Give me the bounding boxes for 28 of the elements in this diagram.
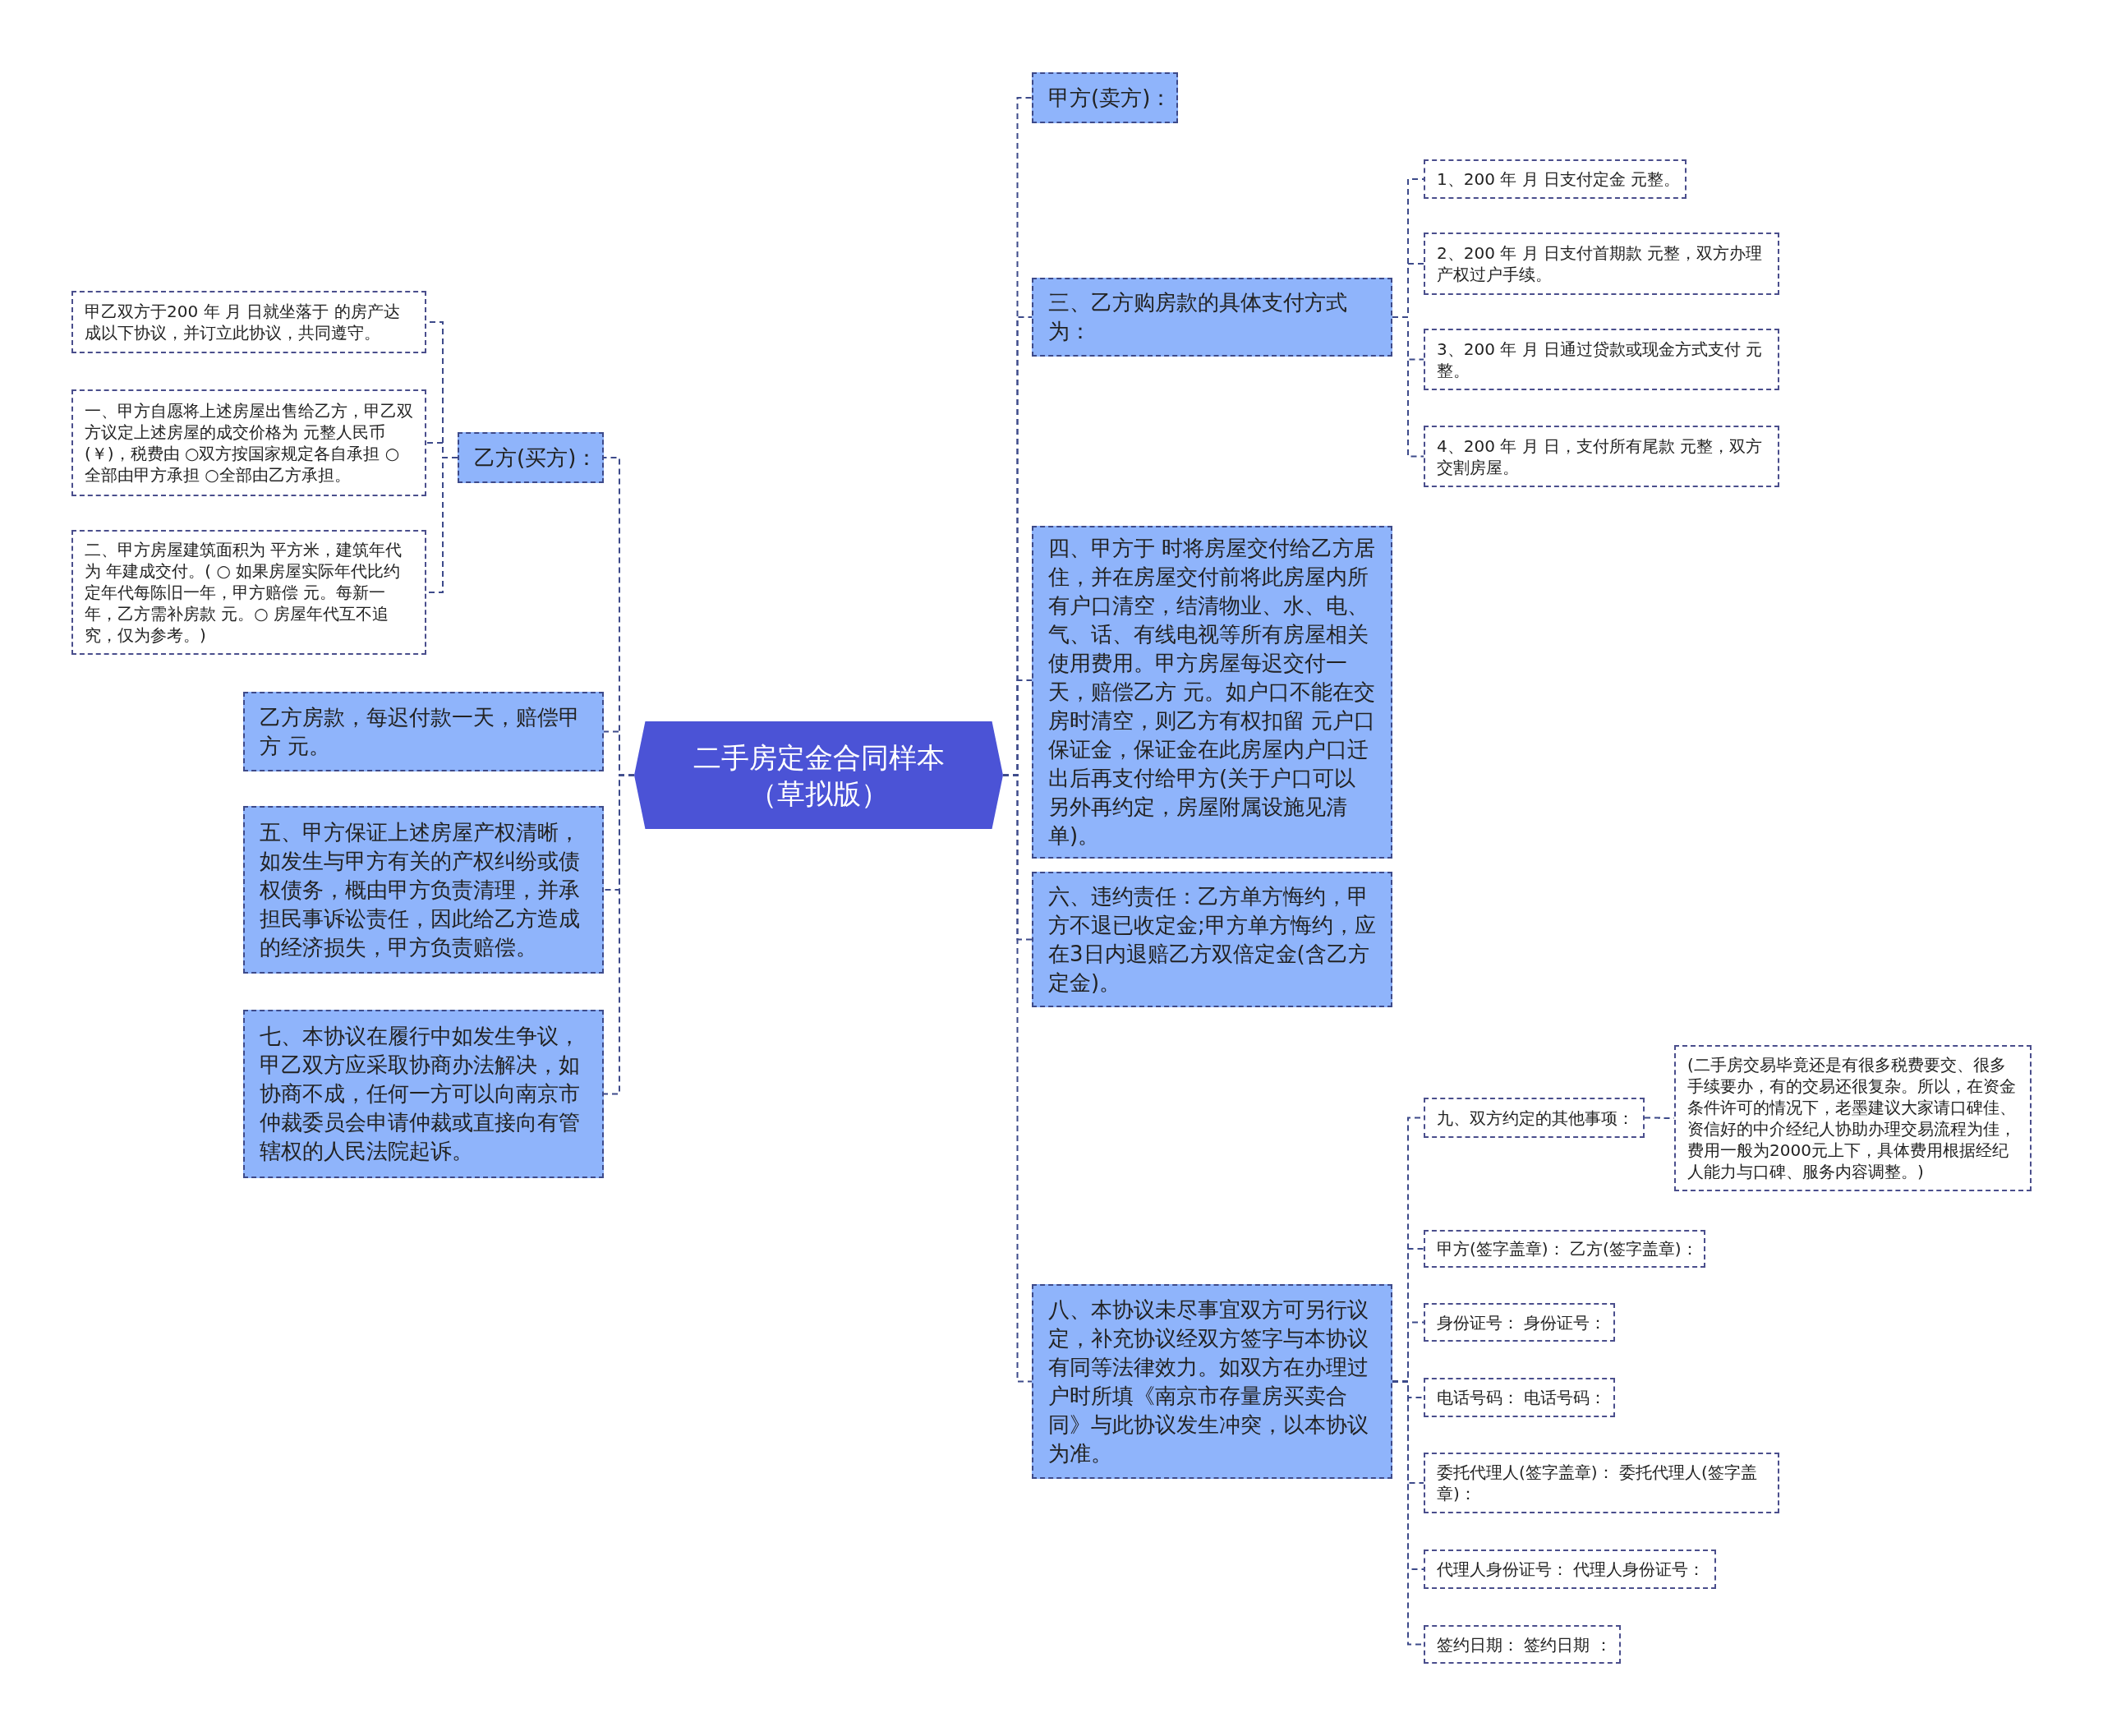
note-box: 电话号码： 电话号码： [1424,1378,1615,1417]
topic-box: 六、违约责任：乙方单方悔约，甲方不退已收定金;甲方单方悔约，应在3日内退赔乙方双倍定金(含乙方定金)。 [1032,872,1392,1007]
note-box: 签约日期： 签约日期 ： [1424,1625,1621,1664]
note-box: 一、甲方自愿将上述房屋出售给乙方，甲乙双方议定上述房屋的成交价格为 元整人民币(￥)，税费由 ○双方按国家规定各自承担 ○全部由甲方承担 ○全部由乙方承担。 [71,389,426,496]
topic-box: 八、本协议未尽事宜双方可另行议定，补充协议经双方签字与本协议有同等法律效力。如双方在办理过户时所填《南京市存量房买卖合同》与此协议发生冲突，以本协议为准。 [1032,1284,1392,1479]
note-box: 4、200 年 月 日，支付所有尾款 元整，双方交割房屋。 [1424,426,1779,487]
note-box: 九、双方约定的其他事项： [1424,1098,1645,1138]
connector [1392,316,1424,458]
note-box: 甲乙双方于200 年 月 日就坐落于 的房产达成以下协议，并订立此协议，共同遵守。 [71,291,426,353]
note-box: 委托代理人(签字盖章)： 委托代理人(签字盖章)： [1424,1453,1779,1513]
topic-box: 乙方房款，每迟付款一天，赔偿甲方 元。 [243,692,604,771]
topic-box: 乙方(买方)： [458,432,604,483]
connector [1002,774,1033,1383]
note-box: 二、甲方房屋建筑面积为 平方米，建筑年代为 年建成交付。( ○ 如果房屋实际年代比约定年代每陈旧一年，甲方赔偿 元。每新一年，乙方需补房款 元。○ 房屋年代互不追究，仅为参考。) [71,530,426,655]
central-topic: 二手房定金合同样本（草拟版） [634,721,1003,829]
topic-box: 四、甲方于 时将房屋交付给乙方居住，并在房屋交付前将此房屋内所有户口清空，结清物业、水、电、气、话、有线电视等所有房屋相关使用费用。甲方房屋每迟交付一天，赔偿乙方 元。如户口不能在交房时清空，则乙方有权扣留 元户口保证金，保证金在此房屋内户口迁出后再支付给甲方(关于户口可以另外再约定，房屋附属设施见清单)。 [1032,526,1392,859]
note-box: 身份证号： 身份证号： [1424,1303,1615,1342]
note-box: 1、200 年 月 日支付定金 元整。 [1424,159,1687,199]
note-box: 3、200 年 月 日通过贷款或现金方式支付 元整。 [1424,329,1779,390]
topic-box: 七、本协议在履行中如发生争议，甲乙双方应采取协商办法解决，如协商不成，任何一方可以向南京市仲裁委员会申请仲裁或直接向有管辖权的人民法院起诉。 [243,1010,604,1178]
topic-box: 三、乙方购房款的具体支付方式为： [1032,278,1392,357]
topic-box: 五、甲方保证上述房屋产权清晰，如发生与甲方有关的产权纠纷或债权债务，概由甲方负责清理，并承担民事诉讼责任，因此给乙方造成的经济损失，甲方负责赔偿。 [243,806,604,974]
note-box: 代理人身份证号： 代理人身份证号： [1424,1550,1716,1589]
topic-box: 甲方(卖方)： [1032,72,1178,123]
connector [603,774,635,1095]
note-box: 甲方(签字盖章)： 乙方(签字盖章)： [1424,1230,1705,1268]
note-box: (二手房交易毕竟还是有很多税费要交、很多手续要办，有的交易还很复杂。所以，在资金条件许可的情况下，老墨建议大家请口碑佳、资信好的中介经纪人协助办理交易流程为佳，费用一般为2000元上下，具体费用根据经纪人能力与口碑、服务内容调整。) [1674,1045,2032,1191]
note-box: 2、200 年 月 日支付首期款 元整，双方办理产权过户手续。 [1424,233,1779,295]
